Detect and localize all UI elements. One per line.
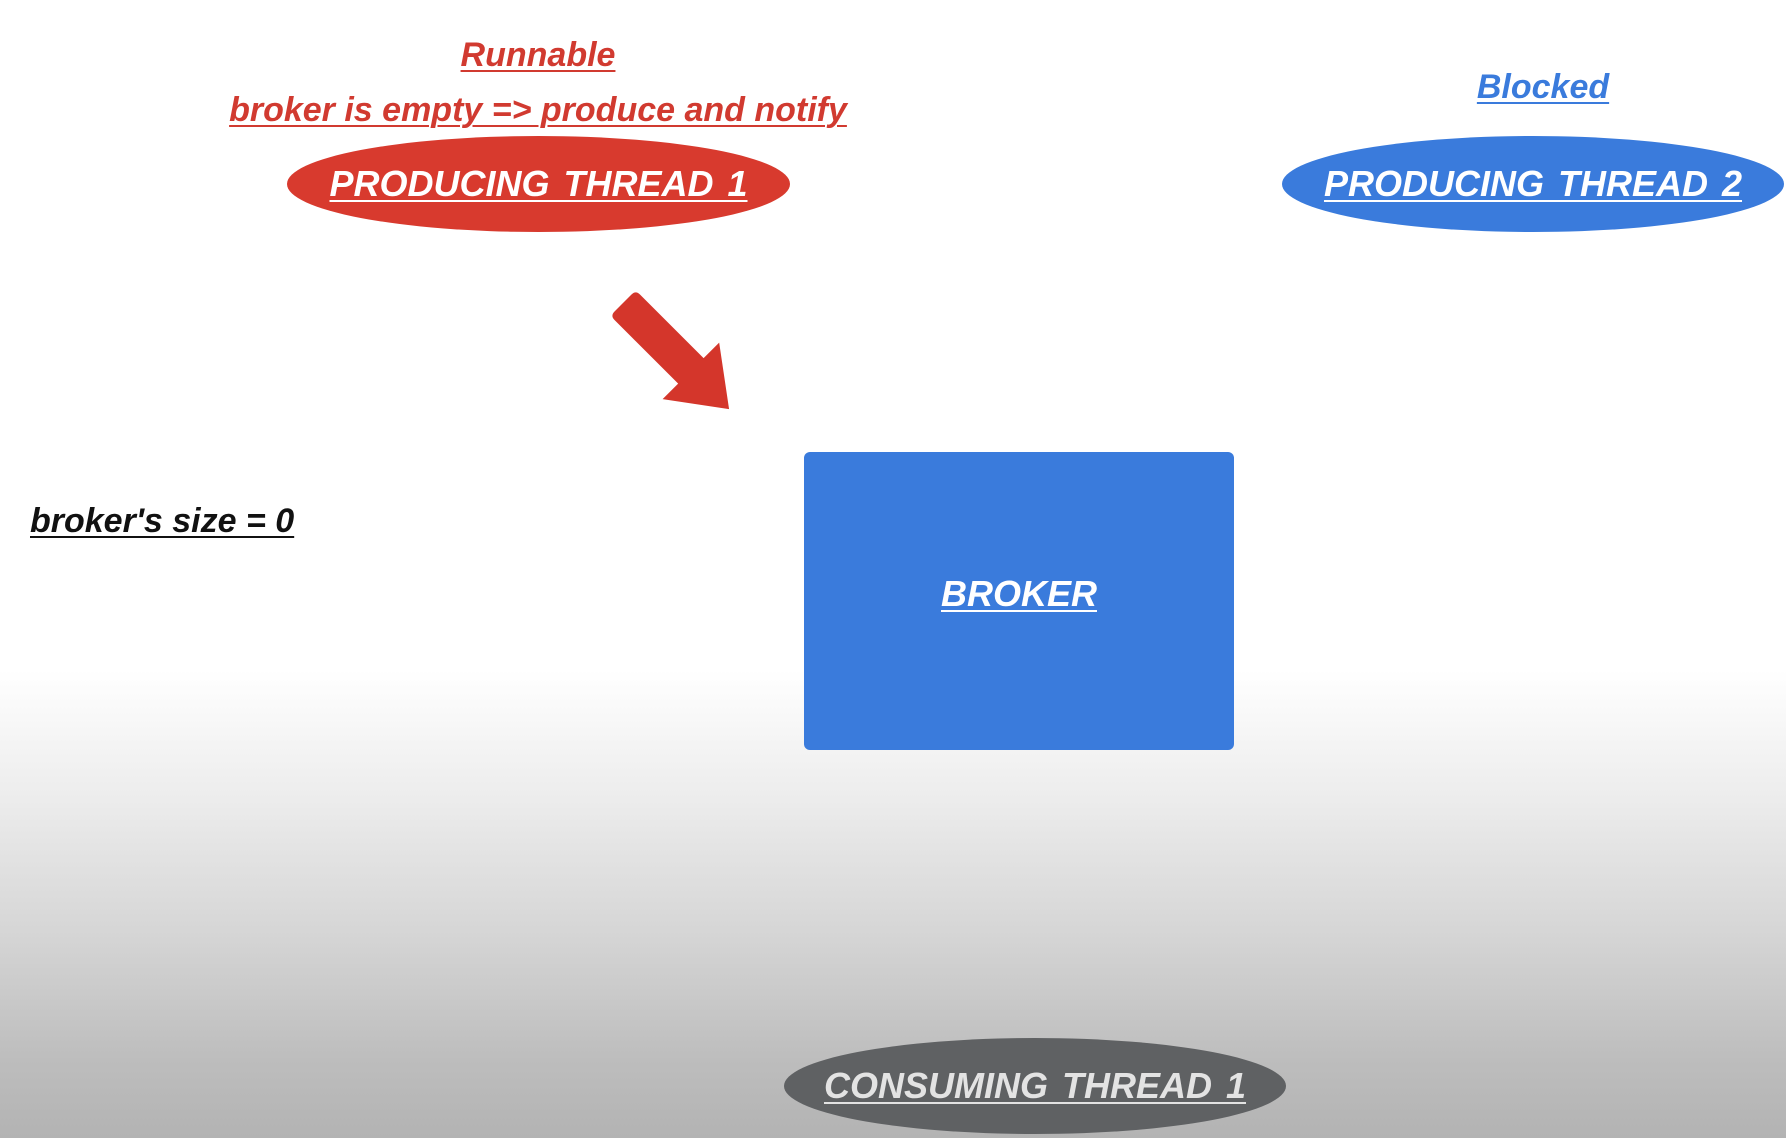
arrow-down-right-icon xyxy=(612,292,730,410)
producing-thread-1-node: PRODUCING THREAD 1 xyxy=(287,136,790,232)
producing-thread-1-label: PRODUCING THREAD 1 xyxy=(329,163,748,204)
producer-2-state-label: Blocked xyxy=(1476,68,1610,106)
producer-1-status-text: broker is empty => produce and notify xyxy=(229,91,847,129)
producer-1-state-label: Runnable xyxy=(460,36,616,74)
broker-size-label: broker's size = 0 xyxy=(30,502,295,540)
producing-thread-2-label: PRODUCING THREAD 2 xyxy=(1323,163,1743,204)
consuming-thread-1-label: CONSUMING THREAD 1 xyxy=(823,1065,1247,1106)
broker-node: BROKER xyxy=(804,452,1234,750)
producing-thread-2-node: PRODUCING THREAD 2 xyxy=(1282,136,1784,232)
consuming-thread-1-node: CONSUMING THREAD 1 xyxy=(784,1038,1286,1134)
broker-label: BROKER xyxy=(940,573,1097,614)
